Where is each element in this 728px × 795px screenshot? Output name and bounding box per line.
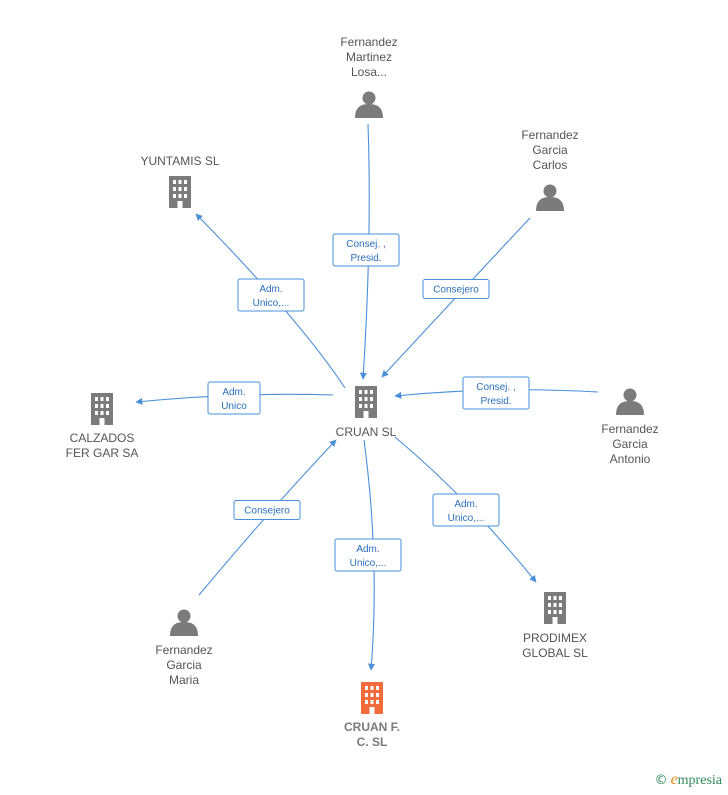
node-label: CRUAN SL — [336, 425, 397, 439]
edge-fernandez-martinez-losa-to-cruan-sl: Consej. , Presid. — [332, 123, 400, 380]
edge-role-box — [233, 500, 301, 520]
person-icon — [616, 388, 644, 415]
edge-role-text: Unico,... — [253, 298, 290, 309]
edge-role-box — [332, 233, 400, 267]
node-label: C. SL — [357, 735, 388, 749]
nodes-layer: CRUAN SLFernandezMartinezLosa...Fernande… — [66, 35, 659, 749]
edge-role-label[interactable]: Consejero — [233, 500, 301, 520]
edge-role-label[interactable]: Consejero — [422, 279, 490, 299]
node-label: GLOBAL SL — [522, 646, 588, 660]
edge-cruan-sl-to-yuntamis-sl: Adm. Unico,... — [195, 213, 346, 389]
edge-role-text: Adm. — [356, 544, 379, 555]
node-label: Fernandez — [155, 643, 212, 657]
node-label: Antonio — [610, 452, 651, 466]
edge-role-text: Presid. — [480, 396, 511, 407]
edge-role-label[interactable]: Adm. Unico,... — [334, 538, 402, 572]
edge-fernandez-garcia-carlos-to-cruan-sl: Consejero — [381, 217, 531, 378]
brand-initial: e — [670, 771, 678, 788]
node-label: Martinez — [346, 50, 392, 64]
person-icon — [355, 91, 383, 118]
edge-role-text: Adm. — [454, 499, 477, 510]
node-label: FER GAR SA — [66, 446, 139, 460]
edge-role-box — [237, 278, 305, 312]
edge-role-text: Unico — [221, 401, 247, 412]
node-cruan-sl[interactable]: CRUAN SL — [336, 386, 397, 439]
edge-role-text: Consej. , — [346, 239, 385, 250]
person-icon — [170, 609, 198, 636]
edge-role-box — [462, 376, 530, 410]
edge-role-text: Unico,... — [350, 558, 387, 569]
node-label: Fernandez — [521, 128, 578, 142]
edge-role-box — [432, 493, 500, 527]
person-icon — [536, 184, 564, 211]
edge-cruan-sl-to-prodimex-global-sl: Adm. Unico,... — [394, 436, 537, 583]
edge-role-text: Presid. — [350, 253, 381, 264]
node-label: Garcia — [612, 437, 648, 451]
building-icon — [544, 592, 566, 624]
edge-role-text: Unico,... — [448, 513, 485, 524]
node-label: Maria — [169, 673, 199, 687]
edge-role-box — [422, 279, 490, 299]
building-icon — [355, 386, 377, 418]
edge-role-box — [334, 538, 402, 572]
edge-cruan-sl-to-cruan-f-c-sl: Adm. Unico,... — [334, 439, 402, 671]
edge-role-text: Consejero — [244, 506, 290, 517]
edge-fernandez-garcia-maria-to-cruan-sl: Consejero — [198, 439, 337, 596]
edge-role-box — [207, 381, 261, 415]
node-label: CALZADOS — [70, 431, 135, 445]
edge-fernandez-garcia-antonio-to-cruan-sl: Consej. , Presid. — [394, 376, 599, 410]
edge-role-label[interactable]: Consej. , Presid. — [462, 376, 530, 410]
building-icon — [169, 176, 191, 208]
edge-role-text: Consej. , — [476, 382, 515, 393]
edge-role-label[interactable]: Consej. , Presid. — [332, 233, 400, 267]
node-label: PRODIMEX — [523, 631, 587, 645]
edge-role-label[interactable]: Adm. Unico — [207, 381, 261, 415]
node-label: Fernandez — [340, 35, 397, 49]
node-label: Losa... — [351, 65, 387, 79]
building-icon — [361, 682, 383, 714]
node-label: Fernandez — [601, 422, 658, 436]
copyright-symbol: © — [654, 773, 668, 788]
edge-role-text: Adm. — [259, 284, 282, 295]
node-label: CRUAN F. — [344, 720, 400, 734]
node-fernandez-martinez-losa[interactable]: FernandezMartinezLosa... — [340, 35, 398, 118]
empresia-watermark: ©empresia — [655, 771, 722, 789]
node-label: YUNTAMIS SL — [140, 154, 219, 168]
edges-layer: Consej. ,Presid.ConsejeroAdm.Unico,...Ad… — [135, 123, 599, 671]
edge-role-label[interactable]: Adm. Unico,... — [237, 278, 305, 312]
building-icon — [91, 393, 113, 425]
node-label: Garcia — [532, 143, 568, 157]
node-cruan-f-c-sl[interactable]: CRUAN F.C. SL — [344, 682, 400, 749]
edge-cruan-sl-to-calzados-fer-gar-sa: Adm. Unico — [135, 381, 334, 415]
node-label: Carlos — [533, 158, 568, 172]
edge-role-text: Consejero — [433, 285, 479, 296]
edge-role-text: Adm. — [222, 387, 245, 398]
node-yuntamis-sl[interactable]: YUNTAMIS SL — [140, 154, 220, 208]
brand-name: mpresia — [677, 773, 722, 788]
node-label: Garcia — [166, 658, 202, 672]
edge-role-label[interactable]: Adm. Unico,... — [432, 493, 500, 527]
